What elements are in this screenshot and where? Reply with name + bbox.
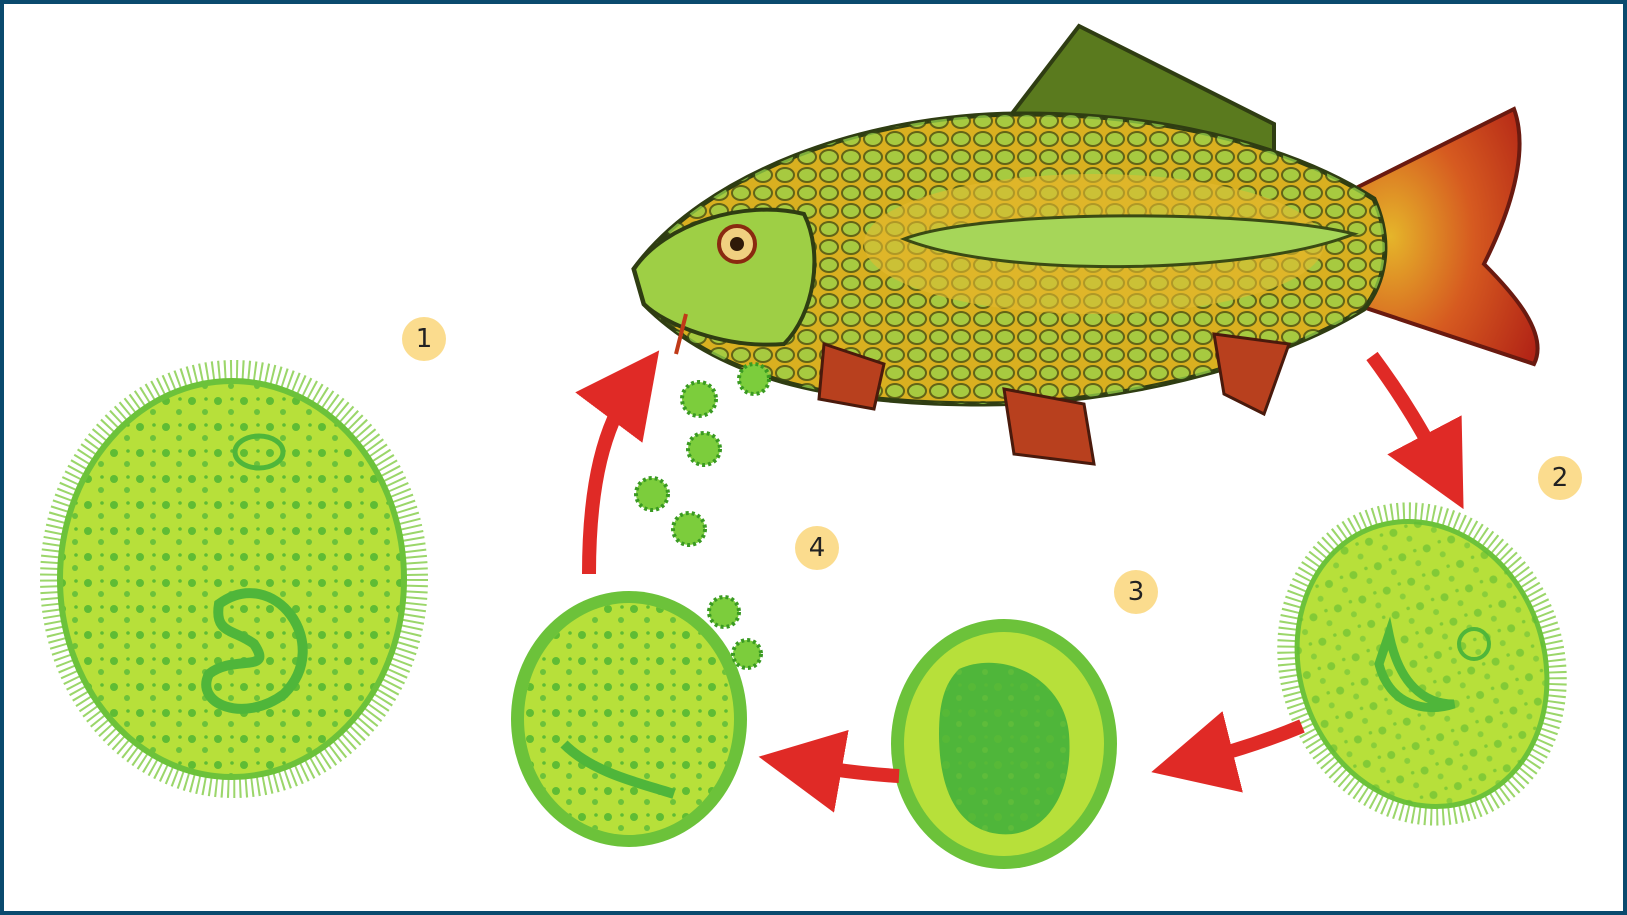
step-3-badge: 3	[1114, 570, 1158, 614]
step-4-badge: 4	[795, 526, 839, 570]
ciliate-cell-icon	[51, 371, 417, 787]
ciliate-cell-icon	[1244, 473, 1600, 855]
dividing-cyst-icon	[511, 591, 761, 847]
diagram-canvas	[4, 4, 1623, 911]
cyst-icon	[891, 619, 1117, 869]
swarmer-icon	[636, 364, 769, 545]
step-1-badge: 1	[402, 317, 446, 361]
life-cycle-diagram: 1 2 3 4	[4, 4, 1623, 911]
step-2-badge: 2	[1538, 456, 1582, 500]
